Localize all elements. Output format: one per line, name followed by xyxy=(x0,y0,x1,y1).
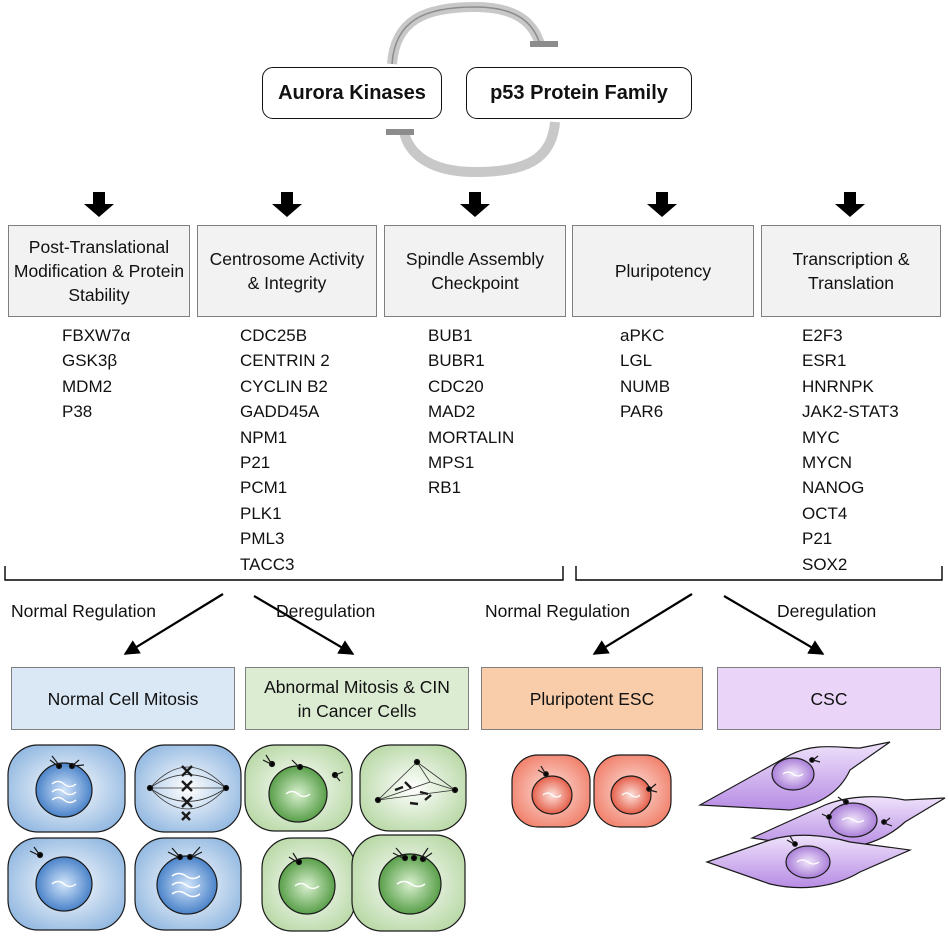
gene-item: JAK2-STAT3 xyxy=(802,402,899,422)
down-arrow-icon xyxy=(647,192,677,217)
outcome-label: Pluripotent ESC xyxy=(529,688,655,709)
branch-arrow-icon xyxy=(253,595,355,655)
outcome-box: Normal Cell Mitosis xyxy=(11,667,235,730)
gene-item: OCT4 xyxy=(802,503,848,523)
gene-item: CYCLIN B2 xyxy=(240,376,328,396)
gene-item: BUBR1 xyxy=(428,351,485,371)
outcome-label: Normal Cell Mitosis xyxy=(47,688,199,709)
branch-arrow-icon xyxy=(723,595,825,655)
p53-family-label: p53 Protein Family xyxy=(490,81,668,104)
gene-item: P21 xyxy=(802,529,833,549)
branch-arrows xyxy=(123,593,825,655)
gene-item: BUB1 xyxy=(428,326,473,345)
gene-item: MPS1 xyxy=(428,453,475,473)
grouping-brackets xyxy=(4,566,943,581)
gene-item: MORTALIN xyxy=(428,427,515,447)
outcome-label: Abnormal Mitosis & CIN in Cancer Cells xyxy=(264,676,450,721)
down-arrow-icons xyxy=(84,192,865,217)
normal-regulation-label: Normal Regulation xyxy=(11,601,156,621)
outcome-box: Abnormal Mitosis & CIN in Cancer Cells xyxy=(245,667,469,730)
category-box: Spindle Assembly Checkpoint xyxy=(384,225,566,317)
normal-mitosis-cells xyxy=(7,744,242,931)
category-label: Pluripotency xyxy=(614,261,712,281)
down-arrow-icon xyxy=(272,192,302,217)
deregulation-label: Deregulation xyxy=(276,601,376,621)
category-box: Transcription & Translation xyxy=(761,225,941,317)
gene-item: FBXW7α xyxy=(62,326,131,345)
gene-item: SOX2 xyxy=(802,554,848,574)
gene-item: MYC xyxy=(802,427,840,447)
branch-arrow-icon xyxy=(592,593,693,655)
branch-arrow-icon xyxy=(123,593,224,655)
down-arrow-icon xyxy=(835,192,865,217)
category-label: Transcription & Translation xyxy=(792,249,910,293)
gene-item: PLK1 xyxy=(240,503,282,523)
gene-item: PAR6 xyxy=(620,402,664,422)
abnormal-mitosis-cells xyxy=(244,744,467,932)
outcome-label: CSC xyxy=(810,688,848,709)
gene-item: MAD2 xyxy=(428,402,476,422)
feedback-cycle-arrows xyxy=(386,1,560,178)
gene-item: P38 xyxy=(62,402,93,422)
gene-item: E2F3 xyxy=(802,326,843,345)
gene-item: P21 xyxy=(240,453,271,473)
gene-item: CENTRIN 2 xyxy=(240,351,330,371)
gene-item: CDC20 xyxy=(428,376,484,396)
gene-item: NANOG xyxy=(802,478,865,498)
gene-item: LGL xyxy=(620,351,653,371)
gene-item: PCM1 xyxy=(240,478,288,498)
pluripotent-esc-cells xyxy=(511,754,672,828)
gene-item: ESR1 xyxy=(802,351,847,371)
gene-item: MDM2 xyxy=(62,376,113,396)
gene-list: E2F3 ESR1 HNRNPK JAK2-STAT3 MYC MYCN NAN… xyxy=(802,323,899,577)
outcome-box: Pluripotent ESC xyxy=(481,667,703,730)
p53-family-box: p53 Protein Family xyxy=(466,67,692,119)
gene-item: HNRNPK xyxy=(802,376,874,396)
gene-item: MYCN xyxy=(802,453,853,473)
category-label: Post-Translational Modification & Protei… xyxy=(13,237,185,305)
gene-item: NUMB xyxy=(620,376,671,396)
category-box: Post-Translational Modification & Protei… xyxy=(8,225,190,317)
right-bracket xyxy=(575,566,943,581)
gene-list: CDC25B CENTRIN 2 CYCLIN B2 GADD45A NPM1 … xyxy=(240,323,330,577)
category-label: Centrosome Activity & Integrity xyxy=(209,249,365,293)
gene-list: BUB1 BUBR1 CDC20 MAD2 MORTALIN MPS1 RB1 xyxy=(428,323,514,501)
gene-item: CDC25B xyxy=(240,326,308,345)
gene-item: PML3 xyxy=(240,529,285,549)
left-bracket xyxy=(4,566,564,581)
outcome-box: CSC xyxy=(717,667,941,730)
gene-item: TACC3 xyxy=(240,554,295,574)
aurora-kinases-box: Aurora Kinases xyxy=(262,67,442,119)
gene-item: aPKC xyxy=(620,326,665,345)
gene-item: NPM1 xyxy=(240,427,288,447)
category-label: Spindle Assembly Checkpoint xyxy=(405,249,545,293)
down-arrow-icon xyxy=(84,192,114,217)
csc-cells xyxy=(697,741,946,889)
gene-item: RB1 xyxy=(428,478,462,498)
deregulation-label: Deregulation xyxy=(777,601,877,621)
down-arrow-icon xyxy=(460,192,490,217)
category-box: Pluripotency xyxy=(572,225,754,317)
gene-list: FBXW7α GSK3β MDM2 P38 xyxy=(62,323,130,425)
category-box: Centrosome Activity & Integrity xyxy=(197,225,377,317)
gene-item: GSK3β xyxy=(62,351,118,371)
gene-item: GADD45A xyxy=(240,402,320,422)
normal-regulation-label: Normal Regulation xyxy=(485,601,630,621)
aurora-kinases-label: Aurora Kinases xyxy=(278,81,426,104)
gene-list: aPKC LGL NUMB PAR6 xyxy=(620,323,670,425)
